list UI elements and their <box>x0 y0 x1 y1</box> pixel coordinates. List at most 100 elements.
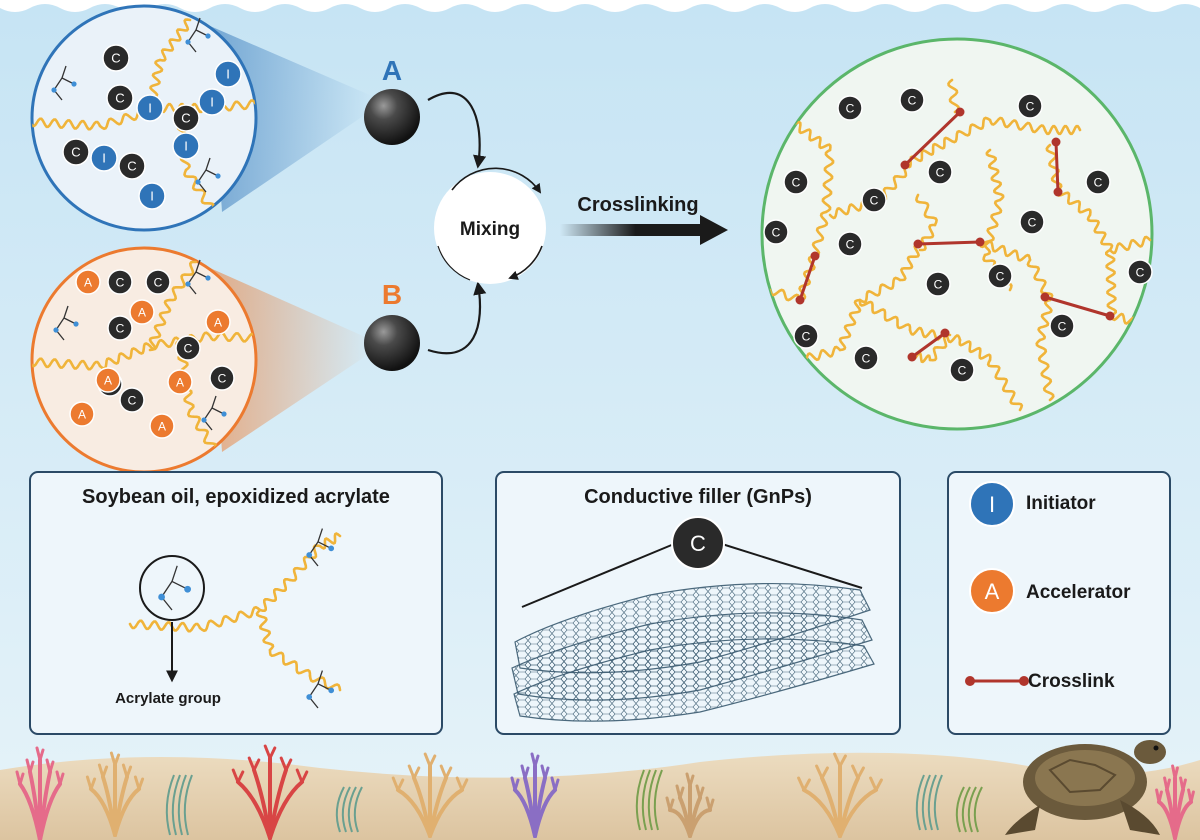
seaweed <box>933 774 943 831</box>
acrylate-bond <box>203 395 217 431</box>
seabed-decoration <box>0 740 1200 840</box>
filler-particle <box>107 315 133 341</box>
zoom-line-left <box>521 543 675 608</box>
accelerator-particle-letter: A <box>104 373 112 387</box>
coral-branch <box>279 756 293 772</box>
coral-branch <box>705 796 715 812</box>
polymer-chain <box>128 619 202 633</box>
coral-branch <box>121 763 133 779</box>
oxygen-atom <box>185 281 191 287</box>
coral-branch <box>1179 776 1187 792</box>
polymer-chain <box>948 116 992 144</box>
coral-branch <box>520 764 530 780</box>
coral-branch <box>38 782 62 840</box>
filler-particle-letter: C <box>792 175 801 189</box>
filler-particle-letter: C <box>115 91 124 106</box>
filler-particle <box>783 169 809 195</box>
acrylate-bond <box>187 17 201 53</box>
accelerator-particle-letter: A <box>138 305 146 319</box>
polymer-chain <box>255 608 275 652</box>
polymer-chain <box>986 358 1024 412</box>
filler-particle <box>1017 93 1043 119</box>
polymer-chain <box>258 578 292 612</box>
accelerator-particle-letter: A <box>158 419 166 433</box>
crosslink-node <box>1040 292 1050 302</box>
crosslink-node <box>1105 311 1115 321</box>
polymer-chain <box>1086 213 1114 252</box>
coral-branch <box>869 776 883 792</box>
magnifier-fan-b <box>210 268 372 452</box>
acrylate-annotation: Acrylate group <box>115 690 221 707</box>
polymer-chain <box>918 223 937 252</box>
coral-branch <box>695 784 705 800</box>
filler-particle-letter: C <box>1094 175 1103 189</box>
coral-branch <box>247 756 261 772</box>
initiator-particle-letter: I <box>184 139 188 154</box>
filler-particle <box>763 219 789 245</box>
accelerator-particle <box>129 299 155 325</box>
legend-crosslink-label: Crosslink <box>1028 671 1115 692</box>
seaweed <box>647 769 657 831</box>
filler-particle <box>899 87 925 113</box>
filler-particle-letter: C <box>958 363 967 377</box>
accelerator-particle-letter: A <box>78 407 86 421</box>
initiator-particle <box>90 144 118 172</box>
coral-branch <box>85 775 97 791</box>
initiator-icon-letter: I <box>989 492 995 517</box>
filler-particle-letter: C <box>846 237 855 251</box>
coral-branch <box>838 788 878 838</box>
polymer-chain <box>208 331 256 343</box>
filler-particle <box>175 335 201 361</box>
filler-particle-letter: C <box>690 531 706 556</box>
filler-particle-letter: C <box>111 51 120 66</box>
coral-branch <box>833 752 847 768</box>
polymer-chain <box>838 298 862 352</box>
polymer-chain <box>98 342 152 370</box>
polymer-chain <box>198 605 262 633</box>
filler-particle-letter: C <box>870 193 879 207</box>
accelerator-particle-letter: A <box>84 275 92 289</box>
filler-particle-letter: C <box>154 275 163 289</box>
seaweed <box>183 774 193 836</box>
polymer-chain <box>32 117 102 131</box>
coral-branch <box>263 744 277 760</box>
crosslink-node <box>1053 187 1063 197</box>
polymer-chain <box>148 298 172 352</box>
filler-particle-letter: C <box>772 225 781 239</box>
oxygen-atom <box>215 173 221 179</box>
oxygen-atom <box>53 327 59 333</box>
filler-particle-letter: C <box>218 371 227 385</box>
accelerator-particle-letter: A <box>176 375 184 389</box>
filler-particle-letter: C <box>127 159 136 174</box>
filler-title: Conductive filler (GnPs) <box>584 486 812 508</box>
coral-branch <box>231 768 245 784</box>
filler-particle <box>793 323 819 349</box>
zoom-circle-b: CCCCCCCAAAAAAA <box>30 246 258 474</box>
filler-particle <box>927 159 953 185</box>
polymer-chain <box>988 116 1047 134</box>
coral-branch <box>113 787 141 837</box>
coral-branch <box>45 758 55 774</box>
filler-particle <box>172 104 200 132</box>
coral-branch <box>675 784 685 800</box>
polymer-chain <box>288 544 322 582</box>
coral-branch <box>1187 788 1195 804</box>
filler-particle-letter: C <box>1136 265 1145 279</box>
initiator-particle <box>198 88 226 116</box>
seaweed <box>635 769 645 831</box>
polymer-chain <box>158 18 192 62</box>
accelerator-icon-letter: A <box>985 579 1000 604</box>
oxygen-atom <box>205 33 211 39</box>
seaweed <box>347 786 357 833</box>
acrylate-bond <box>53 65 67 101</box>
crosslink-bond <box>1054 141 1060 193</box>
coral-branch <box>688 808 712 838</box>
filler-particle <box>1127 259 1153 285</box>
polymer-chain <box>1108 235 1152 255</box>
component-b-sphere <box>364 315 420 371</box>
coral-branch <box>1173 800 1193 840</box>
polymer-chain <box>811 210 829 258</box>
oxygen-atom <box>205 275 211 281</box>
filler-particle-letter: C <box>936 165 945 179</box>
